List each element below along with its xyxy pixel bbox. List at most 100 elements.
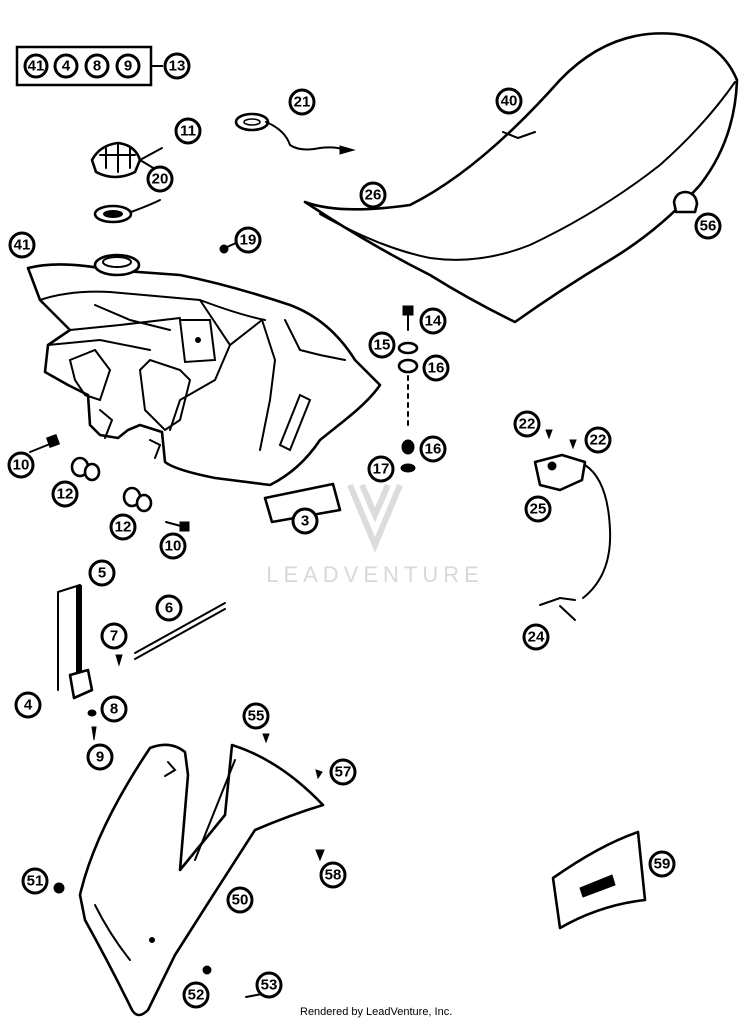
callout-16-upper[interactable]: 16 (422, 354, 450, 382)
svg-text:12: 12 (115, 519, 132, 536)
seat-bumper (672, 190, 699, 214)
callout-15[interactable]: 15 (368, 331, 396, 359)
callout-10-left[interactable]: 10 (7, 451, 35, 479)
callout-59[interactable]: 59 (648, 850, 676, 878)
svg-text:19: 19 (240, 232, 257, 249)
callout-8[interactable]: 8 (100, 695, 128, 723)
callout-56-seat[interactable]: 56 (694, 212, 722, 240)
callout-40[interactable]: 40 (495, 87, 523, 115)
callout-17[interactable]: 17 (367, 455, 395, 483)
callout-14[interactable]: 14 (419, 307, 447, 335)
fuel-tap-parts (57, 584, 226, 741)
svg-text:22: 22 (519, 416, 536, 433)
callout-25[interactable]: 25 (524, 495, 552, 523)
watermark: LEADVENTURE (266, 483, 479, 587)
svg-text:15: 15 (374, 337, 391, 354)
svg-text:57: 57 (335, 764, 352, 781)
watermark-logo (347, 483, 403, 553)
callout-5[interactable]: 5 (88, 559, 116, 587)
kit-item-4[interactable]: 4 (53, 53, 79, 79)
svg-text:53: 53 (261, 977, 278, 994)
callout-4[interactable]: 4 (14, 691, 42, 719)
svg-text:50: 50 (232, 892, 249, 909)
callout-52[interactable]: 52 (182, 981, 210, 1009)
svg-text:8: 8 (110, 701, 118, 718)
svg-text:17: 17 (373, 461, 390, 478)
svg-text:13: 13 (169, 58, 186, 75)
svg-text:5: 5 (98, 565, 106, 582)
kit-box: 41 4 8 9 13 (15, 45, 191, 87)
fuel-tank (26, 253, 382, 487)
screw-19 (219, 242, 237, 254)
svg-text:51: 51 (27, 873, 44, 890)
svg-text:26: 26 (365, 187, 382, 204)
callout-12-left[interactable]: 12 (51, 480, 79, 508)
svg-text:20: 20 (152, 171, 169, 188)
callout-21[interactable]: 21 (288, 88, 316, 116)
svg-text:9: 9 (124, 58, 132, 75)
tank-bolt-right (165, 521, 190, 532)
panel-screws (53, 733, 325, 998)
fuel-cap (90, 141, 163, 179)
tank-grommet-left (70, 456, 101, 482)
svg-text:24: 24 (528, 629, 545, 646)
footer-credit: Rendered by LeadVenture, Inc. (300, 1006, 453, 1018)
sticker-decal (551, 830, 647, 930)
kit-item-9[interactable]: 9 (115, 53, 141, 79)
seat (303, 32, 739, 324)
svg-text:6: 6 (165, 600, 173, 617)
breather-hose (234, 112, 356, 155)
callout-11[interactable]: 11 (174, 117, 202, 145)
side-panel (78, 743, 325, 1017)
svg-text:14: 14 (425, 313, 442, 330)
svg-text:58: 58 (325, 867, 342, 884)
callout-12-right[interactable]: 12 (109, 513, 137, 541)
svg-text:22: 22 (590, 432, 607, 449)
svg-text:59: 59 (654, 856, 671, 873)
callout-3[interactable]: 3 (291, 507, 319, 535)
svg-text:56: 56 (700, 218, 717, 235)
svg-text:55: 55 (248, 708, 265, 725)
svg-text:11: 11 (180, 123, 196, 140)
kit-item-41[interactable]: 41 (23, 53, 49, 79)
callout-6[interactable]: 6 (155, 594, 183, 622)
cap-gasket (93, 199, 161, 224)
kit-item-8[interactable]: 8 (84, 53, 110, 79)
callout-19[interactable]: 19 (234, 226, 262, 254)
tank-grommet-right (122, 486, 153, 513)
callout-20[interactable]: 20 (146, 165, 174, 193)
callout-57[interactable]: 57 (329, 758, 357, 786)
callout-7[interactable]: 7 (100, 622, 128, 650)
svg-text:10: 10 (13, 457, 30, 474)
callout-24[interactable]: 24 (522, 623, 550, 651)
svg-text:4: 4 (62, 58, 71, 75)
callout-16-lower[interactable]: 16 (419, 435, 447, 463)
callout-22-right[interactable]: 22 (584, 426, 612, 454)
callout-53[interactable]: 53 (255, 971, 283, 999)
callout-50[interactable]: 50 (226, 886, 254, 914)
callout-58[interactable]: 58 (319, 861, 347, 889)
callout-9[interactable]: 9 (86, 743, 114, 771)
callout-13[interactable]: 13 (163, 52, 191, 80)
callout-26[interactable]: 26 (359, 181, 387, 209)
bolt-stack (397, 305, 419, 473)
svg-text:25: 25 (530, 501, 547, 518)
svg-text:41: 41 (14, 237, 31, 254)
svg-text:40: 40 (501, 93, 518, 110)
svg-text:52: 52 (188, 987, 205, 1004)
svg-text:16: 16 (425, 441, 442, 458)
svg-text:3: 3 (301, 513, 309, 530)
callout-51[interactable]: 51 (21, 867, 49, 895)
decal-plate (263, 482, 342, 524)
callout-41[interactable]: 41 (8, 231, 36, 259)
callout-10-right[interactable]: 10 (159, 532, 187, 560)
svg-text:10: 10 (165, 538, 182, 555)
callout-55[interactable]: 55 (242, 702, 270, 730)
fuel-tap-assembly (533, 429, 612, 621)
svg-text:21: 21 (294, 94, 311, 111)
callout-22-left[interactable]: 22 (513, 410, 541, 438)
svg-text:12: 12 (57, 486, 74, 503)
tank-bolt-left (29, 433, 61, 453)
svg-text:8: 8 (93, 58, 101, 75)
